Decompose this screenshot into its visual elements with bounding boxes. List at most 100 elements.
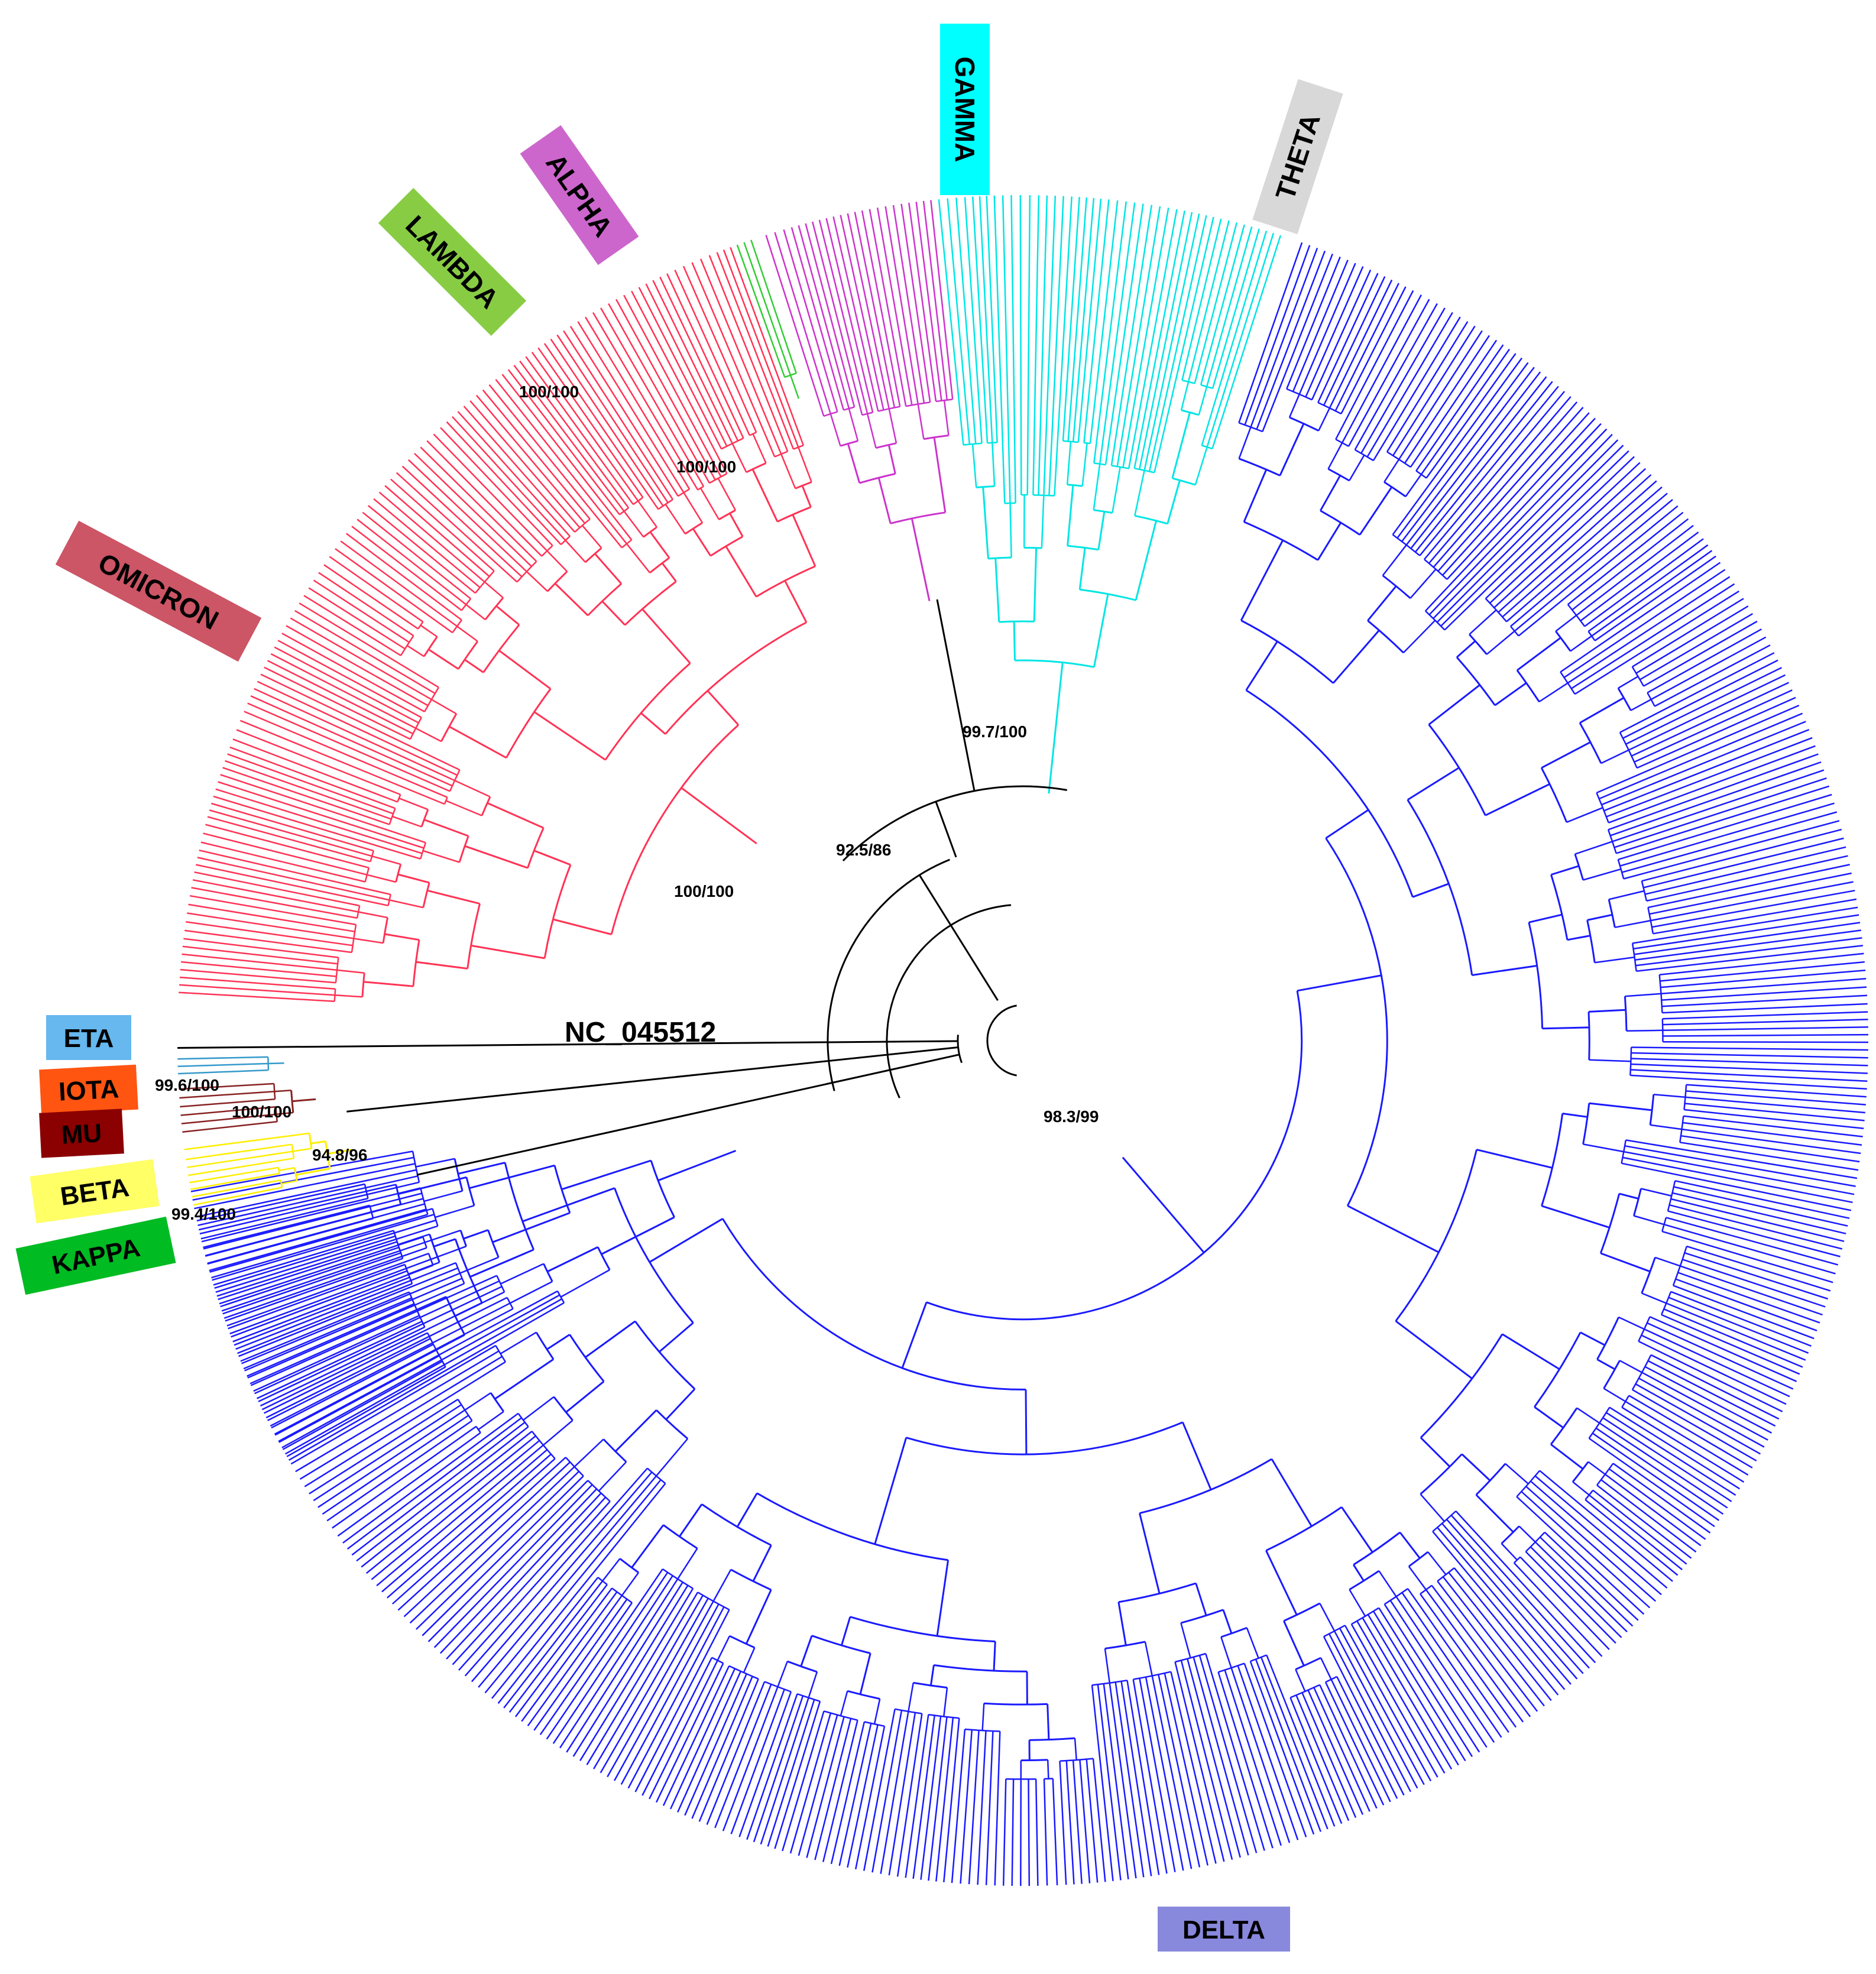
tree-branch	[1461, 1453, 1491, 1482]
tree-branch	[458, 1162, 506, 1175]
tree-branch	[1347, 1205, 1440, 1253]
tree-branch	[1195, 1583, 1207, 1616]
tree-branch	[800, 1635, 813, 1667]
tree-branch	[1433, 433, 1613, 620]
tree-branch	[1033, 547, 1038, 622]
tree-branch	[407, 459, 527, 572]
tree-branch	[774, 1701, 821, 1849]
tree-branch	[484, 1479, 662, 1694]
tree-branch	[666, 273, 744, 439]
tree-branch	[1585, 1499, 1679, 1576]
tree-branch	[736, 1492, 758, 1528]
svg-text:MU: MU	[61, 1119, 103, 1150]
tree-branch	[1255, 1659, 1321, 1832]
tree-arc	[1420, 1333, 1504, 1438]
tree-branch	[1453, 1567, 1559, 1696]
tree-branch	[1206, 226, 1253, 387]
tree-branch	[409, 1466, 575, 1624]
tree-arc	[842, 785, 1067, 861]
tree-branch	[263, 1332, 428, 1414]
tree-branch	[1567, 511, 1684, 605]
tree-branch	[716, 252, 795, 450]
tree-branch	[750, 239, 797, 374]
tree-branch	[905, 1714, 929, 1878]
clade-label-alpha: ALPHA	[520, 125, 639, 265]
tree-branch	[1498, 474, 1652, 613]
tree-branch	[1668, 1296, 1809, 1354]
tree-branch	[1328, 1633, 1412, 1793]
tree-branch	[753, 1696, 804, 1843]
tree-branch	[577, 321, 685, 493]
tree-branch	[1663, 1019, 1868, 1026]
tree-branch	[196, 1183, 365, 1222]
tree-arc	[1475, 1463, 1506, 1496]
tree-branch	[1378, 1607, 1473, 1757]
tree-branch	[1336, 1676, 1398, 1799]
tree-branch	[960, 1729, 973, 1884]
tree-branch	[1551, 865, 1579, 876]
tree-branch	[908, 202, 937, 402]
tree-branch	[367, 874, 396, 883]
tree-branch	[1518, 1525, 1536, 1543]
tree-branch	[1588, 1009, 1626, 1013]
tree-branch	[1673, 1186, 1848, 1227]
tree-branch	[1134, 470, 1145, 516]
tree-branch	[581, 524, 602, 549]
tree-branch	[1631, 1046, 1868, 1051]
tree-branch	[332, 1425, 477, 1529]
tree-branch	[178, 1069, 269, 1075]
tree-branch	[422, 1475, 584, 1636]
tree-branch	[1120, 1681, 1152, 1876]
tree-branch	[717, 478, 736, 511]
tree-branch	[281, 1294, 560, 1448]
tree-branch	[1612, 1463, 1711, 1534]
tree-branch	[371, 1440, 540, 1580]
tree-branch	[1630, 1069, 1868, 1082]
tree-branch	[1237, 1665, 1299, 1840]
tree-branch	[1067, 197, 1088, 442]
support-value: 94.8/96	[312, 1146, 367, 1164]
tree-branch	[1632, 1389, 1757, 1461]
support-value: 100/100	[519, 383, 579, 401]
tree-branch	[1126, 1680, 1160, 1875]
tree-branch	[1319, 1603, 1336, 1632]
tree-branch	[299, 602, 439, 688]
tree-branch	[546, 550, 568, 572]
tree-branch	[1243, 469, 1268, 523]
root-label: NC_045512	[565, 1017, 716, 1048]
tree-branch	[1170, 1671, 1217, 1864]
tree-branch	[1180, 381, 1190, 411]
tree-branch	[1432, 1531, 1566, 1690]
tree-branch	[196, 864, 388, 907]
tree-branch	[1395, 1320, 1473, 1379]
tree-arc	[543, 864, 572, 959]
tree-branch	[1661, 986, 1867, 1001]
tree-branch	[1271, 1458, 1313, 1527]
tree-branch	[492, 1212, 571, 1243]
tree-branch	[1398, 330, 1483, 460]
tree-branch	[1631, 1058, 1868, 1067]
tree-arc	[602, 1438, 627, 1463]
tree-branch	[1077, 198, 1102, 443]
tree-branch	[192, 1179, 281, 1198]
tree-branch	[1672, 1192, 1846, 1234]
tree-branch	[1427, 1551, 1447, 1576]
tree-branch	[1301, 1692, 1357, 1818]
tree-branch	[1476, 1149, 1553, 1169]
tree-branch	[1334, 283, 1399, 411]
tree-branch	[1647, 1322, 1794, 1390]
tree-branch	[661, 562, 677, 582]
tree-branch	[1475, 1494, 1514, 1533]
tree-branch	[1428, 684, 1480, 725]
tree-branch	[1628, 674, 1786, 751]
support-value: 100/100	[674, 882, 734, 900]
tree-branch	[469, 1249, 534, 1278]
tree-arc	[847, 1690, 880, 1700]
tree-branch	[260, 1326, 425, 1407]
tree-branch	[203, 1192, 422, 1250]
tree-branch	[1485, 783, 1550, 816]
tree-branch	[854, 1726, 886, 1870]
tree-arc	[984, 1702, 1048, 1706]
tree-branch	[1661, 994, 1868, 1007]
tree-branch	[1020, 1779, 1022, 1887]
